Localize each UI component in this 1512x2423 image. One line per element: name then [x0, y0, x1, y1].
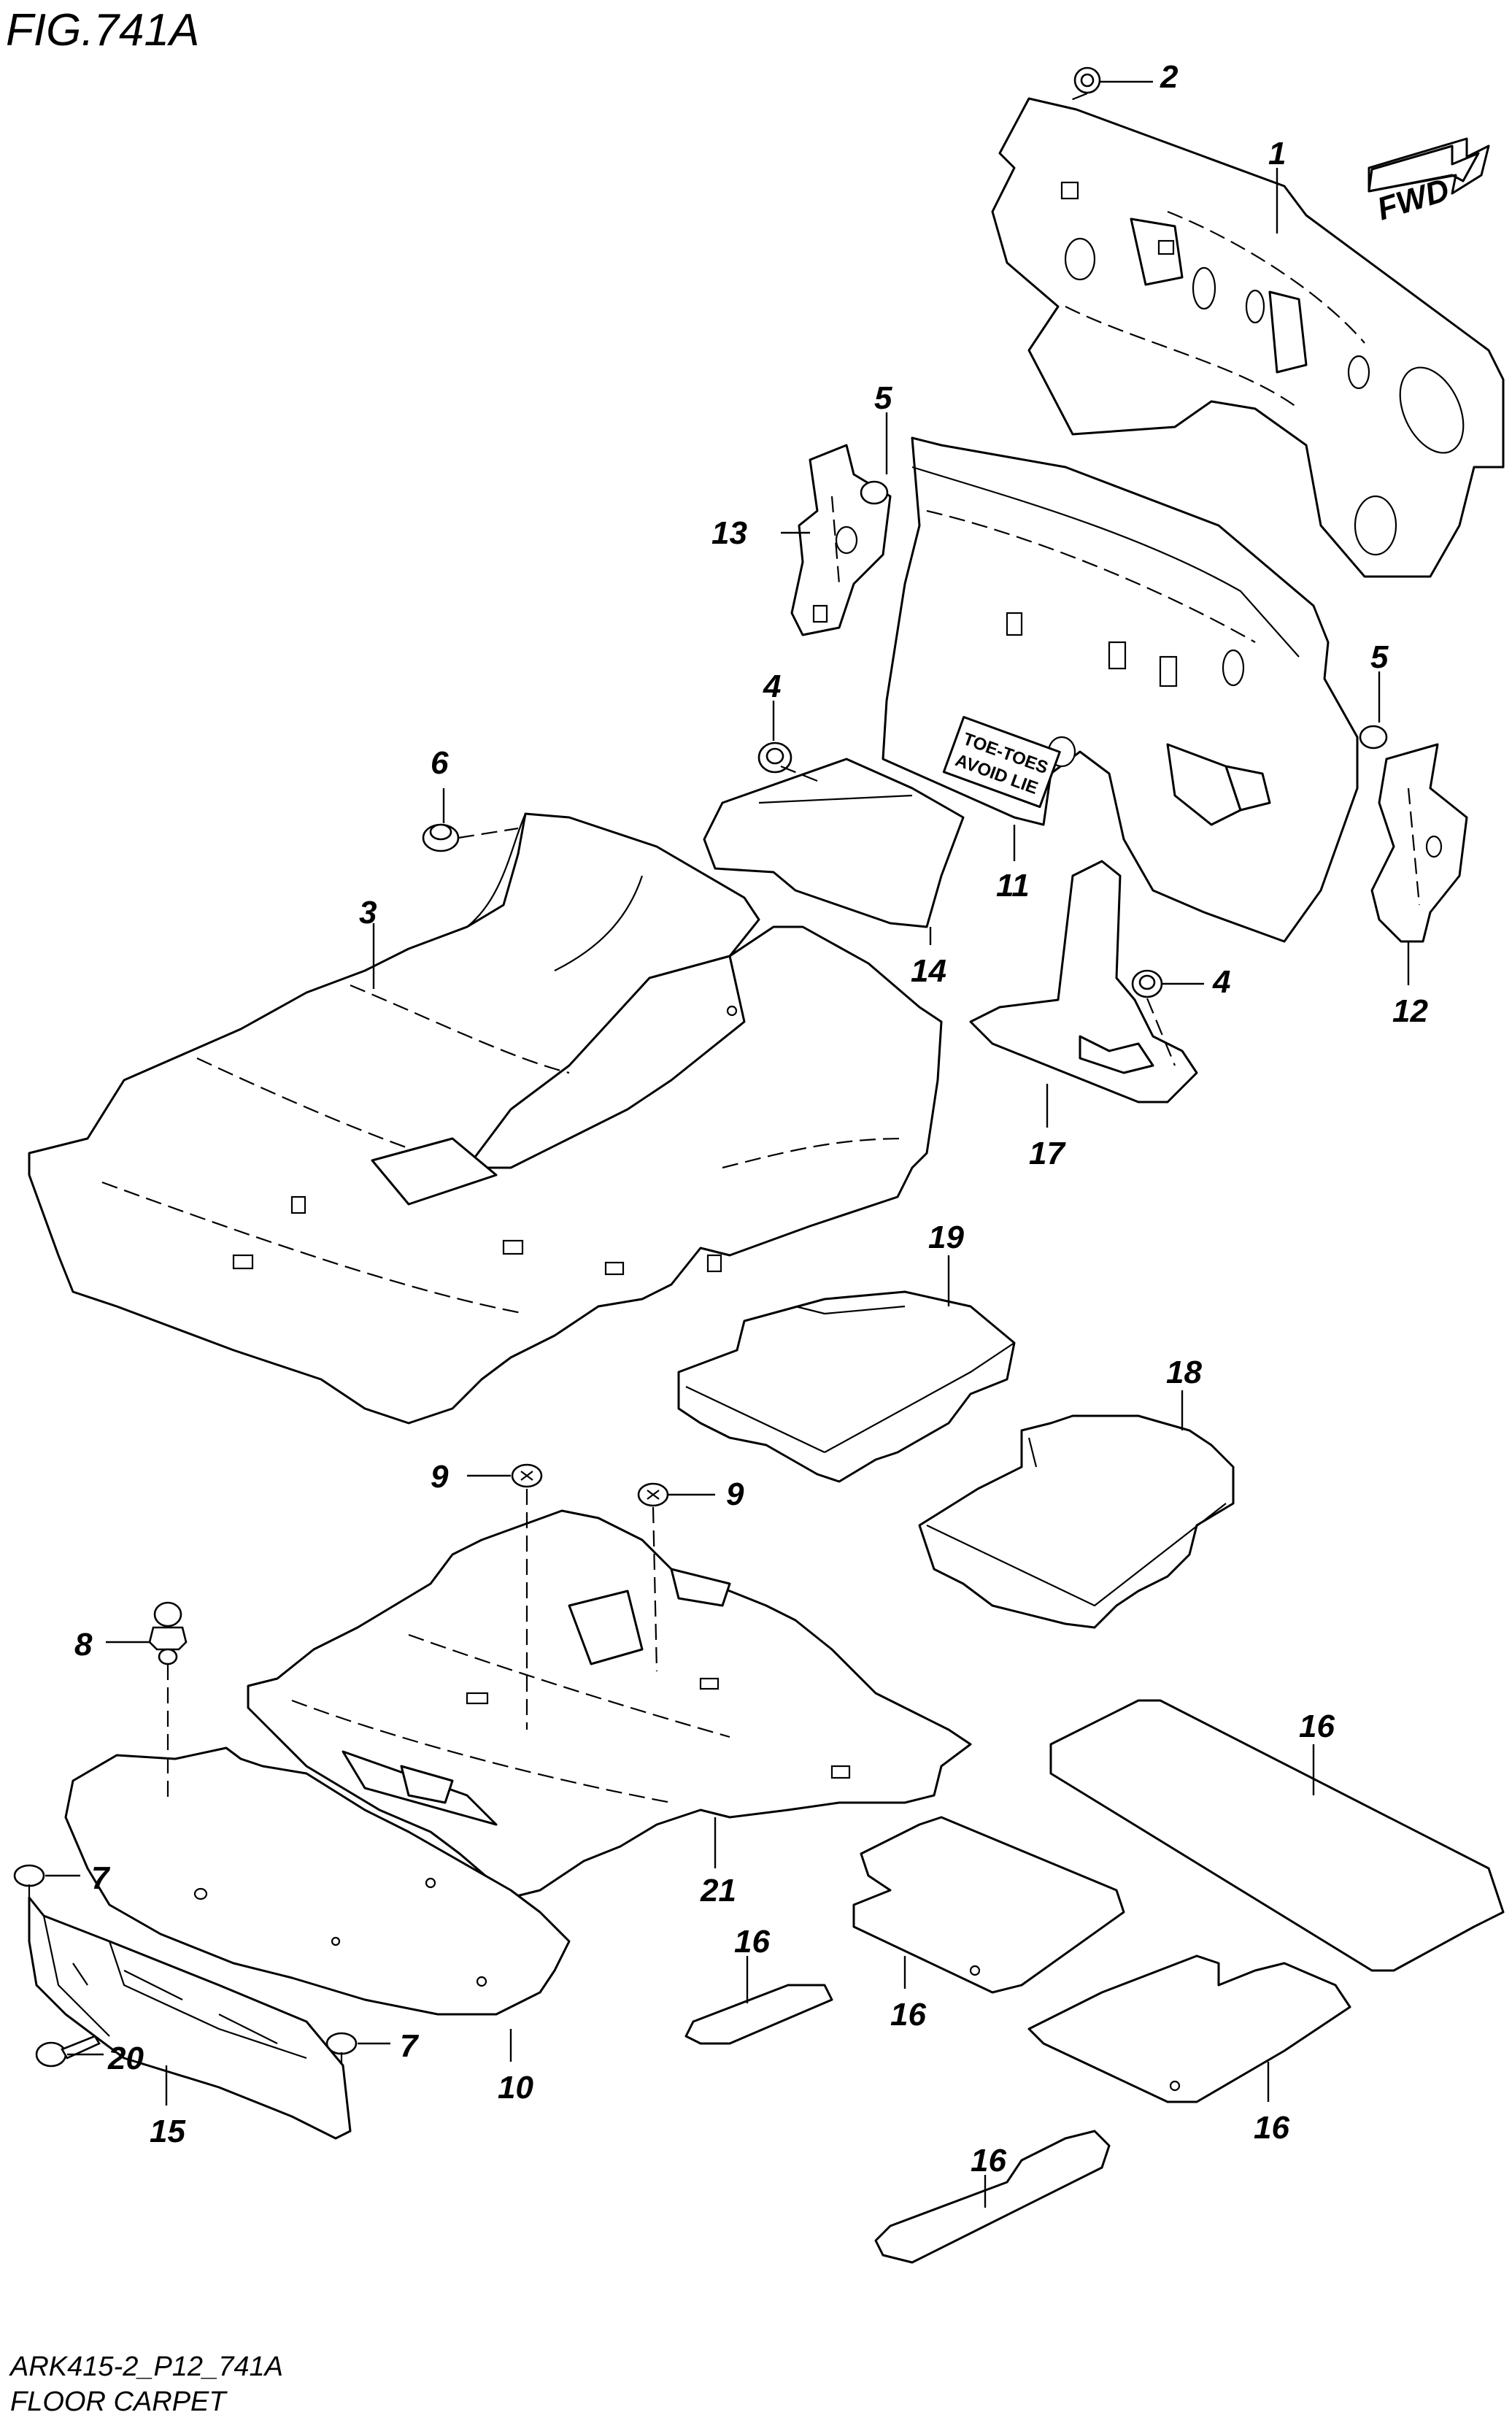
part-15-side-panel	[28, 1896, 352, 2140]
part-17-pad	[969, 860, 1198, 1103]
callout-20: 20	[107, 2041, 144, 2076]
part-3-floor-carpet	[28, 812, 943, 1425]
callout-labels: 2 1 5 13 5 12 4 11 14 4 17 6 3 19 18 9 9…	[74, 59, 1428, 2179]
part-16-rear-mat	[1049, 1699, 1505, 1972]
callout-16-small-pad: 16	[734, 1924, 770, 1960]
part-19-storage-box	[677, 1290, 1016, 1483]
callout-15: 15	[150, 2114, 185, 2149]
callout-2: 2	[1160, 59, 1179, 95]
callout-4-lower: 4	[1212, 964, 1230, 1000]
callout-19: 19	[928, 1220, 964, 1255]
callout-11: 11	[996, 868, 1030, 904]
part-16-small-pad	[684, 1984, 833, 2045]
fastener-4-lower	[1131, 969, 1163, 998]
callout-4-upper: 4	[763, 669, 781, 704]
fastener-7-left	[13, 1864, 45, 1898]
callout-17: 17	[1029, 1136, 1066, 1171]
callout-5-right: 5	[1370, 639, 1389, 675]
callout-6: 6	[431, 745, 449, 781]
part-16-rear-pad	[874, 2130, 1111, 2264]
figure-code: ARK415-2_P12_741A	[9, 2351, 283, 2382]
part-13-side-silencer	[790, 444, 892, 636]
fastener-5-left	[860, 480, 889, 505]
fastener-4-upper	[757, 741, 792, 774]
callout-9-left: 9	[431, 1459, 449, 1495]
fwd-arrow-icon: FWD	[1368, 137, 1490, 228]
part-21-floor-silencer	[247, 1509, 972, 1899]
part-14-pad	[703, 758, 965, 928]
callout-21: 21	[700, 1873, 736, 1908]
callout-14: 14	[911, 953, 946, 989]
fastener-9-left	[511, 1463, 543, 1488]
fastener-9-right	[637, 1482, 669, 1507]
part-1-dash-silencer	[991, 97, 1505, 578]
callout-16-front-right: 16	[1254, 2110, 1289, 2146]
fastener-5-right	[1359, 725, 1388, 750]
callout-7-right: 7	[400, 2028, 420, 2064]
part-16-front-mat-right	[1027, 1954, 1351, 2103]
callout-3: 3	[359, 895, 377, 931]
callout-8: 8	[74, 1627, 93, 1663]
callout-16-front-left: 16	[890, 1997, 926, 2033]
fastener-8	[148, 1601, 188, 1665]
callout-1: 1	[1268, 136, 1286, 172]
callout-16-rear-mat: 16	[1299, 1709, 1335, 1744]
callout-18: 18	[1166, 1355, 1202, 1390]
part-10-floor-pad	[64, 1746, 571, 2016]
callout-5-left: 5	[874, 380, 892, 416]
figure-title: FIG.741A	[6, 5, 199, 55]
callout-12: 12	[1392, 993, 1428, 1029]
fastener-20-bolt	[35, 2035, 101, 2068]
figure-name: FLOOR CARPET	[10, 2387, 228, 2417]
part-12-side-silencer	[1370, 743, 1468, 943]
callout-9-right: 9	[726, 1476, 744, 1512]
leader-lines	[45, 80, 1410, 2208]
fastener-2	[1073, 66, 1101, 94]
fastener-7-right	[325, 2032, 358, 2065]
callout-16-rear-pad: 16	[971, 2143, 1006, 2179]
callout-7-left: 7	[91, 1860, 111, 1896]
part-16-front-mat-left	[852, 1816, 1125, 1994]
callout-13: 13	[711, 515, 747, 551]
callout-10: 10	[498, 2070, 533, 2106]
part-18-storage-box	[918, 1414, 1235, 1629]
part-11-dash-carpet: TOE-TOES AVOID LIE	[882, 436, 1359, 943]
fastener-6	[422, 823, 460, 852]
